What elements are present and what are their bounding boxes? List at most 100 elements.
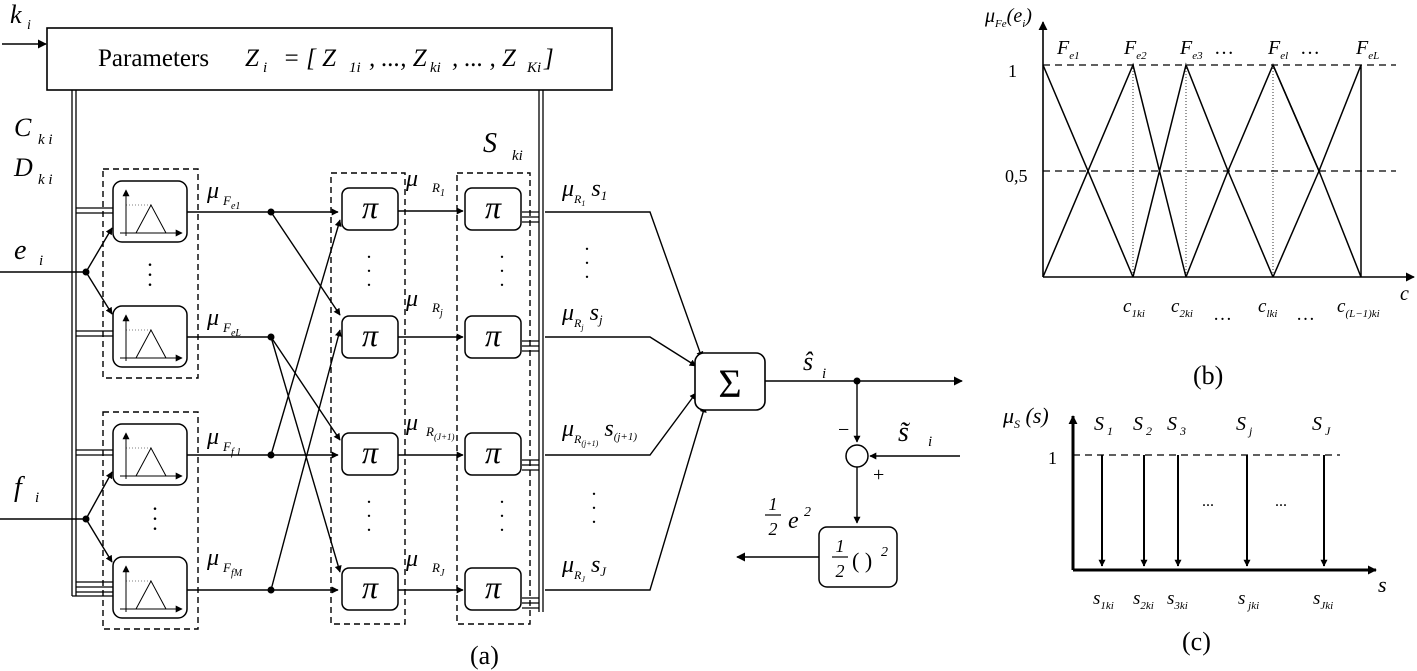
rule-node-j: π [341,315,399,359]
svg-text:.: . [500,486,505,508]
panel-b-caption: (b) [1193,361,1223,390]
rule-label-mu: μ [405,410,418,436]
consequent-node-j: π [464,315,522,359]
rule-label-1: R1 [431,180,445,199]
rule-label-j: Rj [431,300,443,319]
svg-text:.: . [500,269,505,291]
svg-text:2: 2 [881,545,888,560]
mf-f-ellipsis: . [152,490,158,515]
panel-c-x-label: s [1378,572,1387,597]
mf-box-eL [112,305,188,368]
error-label: 1 2 e 2 [765,494,811,539]
panel-b-center-l: clki [1258,296,1277,320]
svg-text:.: . [367,269,372,291]
mf-box-fM [112,556,188,619]
rule-node-j1: π [341,432,399,476]
svg-text:.: . [500,500,505,522]
svg-text:e: e [788,508,799,534]
svg-text:π: π [362,569,379,605]
svg-text:.: . [592,492,597,514]
parameters-label: Parameters [98,45,209,72]
mf-label-mu: μ [206,178,219,204]
svg-text:( ): ( ) [852,548,872,573]
input-D-label: D [13,153,33,182]
mf-label-fM: FfM [222,560,243,579]
panel-c-position-1: s1ki [1093,588,1114,612]
panel-c-position-2: s2ki [1133,588,1154,612]
svg-text:.: . [367,241,372,263]
svg-text:= [ Z: = [ Z [283,45,337,72]
input-D-sub: k i [38,172,53,188]
panel-c-singleton-1: S 1 [1094,413,1113,438]
panel-a-caption: (a) [470,641,499,670]
rule-label-j1: R(J+1) [425,424,455,442]
input-C-sub: k i [38,132,53,148]
rule-label-mu: μ [405,286,418,312]
panel-c-dots: ... [1202,493,1214,510]
s-tilde-label: s̃ [898,417,911,448]
svg-text:π: π [362,189,379,225]
mf-f-ellipsis: . [152,510,158,535]
s-hat-sub: i [822,366,826,382]
input-e-sub: i [39,253,43,269]
mf-box-e1 [112,180,188,243]
svg-text:.: . [367,486,372,508]
mf-e-ellipsis: . [147,266,153,291]
svg-text:π: π [485,189,502,225]
summation-block: Σ [694,352,766,411]
mf-label-e1: Fe1 [222,193,240,212]
svg-text:Z: Z [245,45,260,72]
rule-label-mu: μ [405,546,418,572]
svg-text:π: π [362,317,379,353]
panel-c-singleton-J: S J [1312,413,1331,438]
layer-ellipsis: ... ... ... ... ... ... [367,233,597,536]
svg-text:2: 2 [804,505,811,520]
input-e-label: e [14,235,26,266]
consequent-to-sum-links [545,211,707,591]
panel-b-center-dots: … [1213,304,1232,325]
panel-b-x-label: c [1400,283,1409,305]
svg-text:.: . [585,261,590,283]
svg-text:1i: 1i [349,60,361,76]
mf-to-rule-links [270,208,342,594]
rule-node-J: π [341,567,399,611]
panel-b-set-l: Fel [1267,37,1288,62]
panel-b-center-1: c1ki [1123,296,1145,320]
panel-c-position-3: s3ki [1167,588,1188,612]
parameters-block [46,27,613,91]
svg-text:.: . [585,247,590,269]
mf-label-eL: FeL [222,320,241,339]
svg-text:2: 2 [836,561,845,581]
panel-b-center-2: c2ki [1171,296,1193,320]
mf-group-f [102,411,199,630]
panel-c-position-J: sJki [1313,588,1333,612]
panel-c-singleton-3: S 3 [1167,413,1186,438]
mf-label-mu: μ [206,545,219,571]
out-label-j: μRj sj [561,300,603,332]
comparator [845,444,869,468]
consequent-node-J: π [464,567,522,611]
panel-c-dots: ... [1275,493,1287,510]
mf-label-mu: μ [206,424,219,450]
panel-b-tick-05: 0,5 [1005,166,1028,186]
svg-text:ki: ki [430,60,441,76]
svg-text:]: ] [543,45,554,72]
svg-text:.: . [367,255,372,277]
svg-text:i: i [263,60,267,76]
mf-outputs [187,211,271,591]
consequent-node-j1: π [464,432,522,476]
svg-text:.: . [500,514,505,536]
panel-b-tick-1: 1 [1008,61,1017,81]
rule-layer-group [330,172,406,625]
panel-c-singleton-j: S j [1236,413,1253,438]
e-to-mfL-arrow [85,271,113,315]
panel-b-set-3: Fe3 [1179,37,1203,62]
svg-text:π: π [362,434,379,470]
svg-text:.: . [585,233,590,255]
panel-c-tick-1: 1 [1048,448,1057,468]
svg-text:.: . [592,506,597,528]
panel-b-set-1: Fe1 [1056,37,1080,62]
out-label-1: μR1 s1 [561,176,607,208]
half-square-block: 1 2 ( ) 2 [818,526,898,588]
